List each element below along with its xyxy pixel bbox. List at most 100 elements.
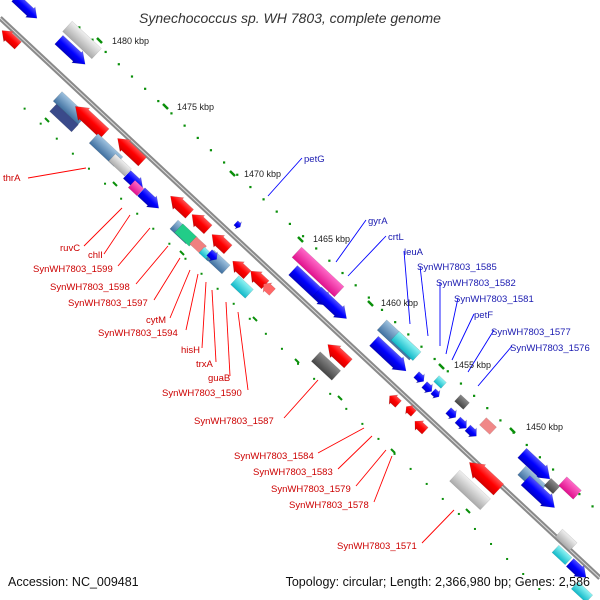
gene-arrow[interactable] bbox=[112, 133, 148, 168]
gene-arrow[interactable] bbox=[232, 219, 243, 230]
gene-arrow[interactable] bbox=[228, 256, 253, 281]
scale-dot bbox=[420, 345, 423, 348]
gene-box[interactable] bbox=[108, 153, 132, 177]
gene-label-SynWH7803-1579[interactable]: SynWH7803_1579 bbox=[271, 484, 351, 495]
gene-arrow[interactable] bbox=[165, 190, 195, 219]
gene-label-petG[interactable]: petG bbox=[304, 154, 325, 165]
scale-dot bbox=[499, 419, 502, 422]
gene-label-guaB[interactable]: guaB bbox=[208, 373, 230, 384]
gene-box[interactable] bbox=[127, 179, 145, 197]
leader-line bbox=[117, 227, 151, 267]
gene-arrow[interactable] bbox=[429, 387, 442, 401]
scale-dash bbox=[112, 181, 118, 187]
gene-label-trxA[interactable]: trxA bbox=[196, 359, 214, 370]
leader-line bbox=[27, 167, 87, 179]
leader-line bbox=[421, 509, 455, 544]
gene-box[interactable] bbox=[558, 476, 582, 500]
scale-dot bbox=[236, 173, 239, 176]
gene-box[interactable] bbox=[570, 581, 594, 600]
gene-arrow[interactable] bbox=[454, 416, 471, 433]
gene-box[interactable] bbox=[390, 331, 422, 361]
kbp-tick bbox=[509, 427, 516, 434]
scale-dot bbox=[328, 259, 331, 262]
gene-arrow[interactable] bbox=[410, 416, 429, 435]
gene-label-SynWH7803-1590[interactable]: SynWH7803_1590 bbox=[162, 388, 242, 399]
gene-arrow[interactable] bbox=[206, 229, 233, 256]
gene-box[interactable] bbox=[433, 375, 447, 389]
gene-box[interactable] bbox=[449, 469, 491, 511]
scale-dot bbox=[409, 467, 412, 470]
scale-dot bbox=[184, 257, 187, 260]
gene-arrow[interactable] bbox=[444, 406, 459, 422]
gene-label-SynWH7803-1599[interactable]: SynWH7803_1599 bbox=[33, 264, 113, 275]
gene-arrow[interactable] bbox=[186, 209, 213, 236]
leader-line bbox=[83, 207, 123, 247]
scale-dot bbox=[196, 136, 199, 140]
gene-label-SynWH7803-1598[interactable]: SynWH7803_1598 bbox=[50, 282, 130, 293]
gene-label-SynWH7803-1594[interactable]: SynWH7803_1594 bbox=[98, 328, 178, 339]
gene-arrow[interactable] bbox=[322, 339, 353, 370]
gene-label-SynWH7803-1571[interactable]: SynWH7803_1571 bbox=[337, 541, 417, 552]
scale-dot bbox=[232, 302, 235, 305]
gene-box[interactable] bbox=[310, 351, 342, 381]
scale-dot bbox=[441, 497, 444, 500]
gene-label-hisH[interactable]: hisH bbox=[181, 345, 200, 356]
gene-label-SynWH7803-1581[interactable]: SynWH7803_1581 bbox=[454, 294, 534, 305]
gene-box[interactable] bbox=[230, 275, 254, 299]
gene-label-gyrA[interactable]: gyrA bbox=[368, 216, 388, 227]
gene-arrow[interactable] bbox=[0, 25, 23, 50]
gene-arrow[interactable] bbox=[565, 557, 591, 583]
gene-label-SynWH7803-1577[interactable]: SynWH7803_1577 bbox=[491, 327, 571, 338]
gene-arrow[interactable] bbox=[312, 286, 352, 325]
gene-arrow[interactable] bbox=[520, 474, 561, 514]
gene-arrow[interactable] bbox=[402, 402, 417, 418]
gene-arrow[interactable] bbox=[368, 335, 412, 377]
gene-label-crtL[interactable]: crtL bbox=[388, 232, 404, 243]
gene-label-chlI[interactable]: chlI bbox=[88, 250, 103, 261]
gene-label-leuA[interactable]: leuA bbox=[404, 247, 424, 258]
gene-arrow[interactable] bbox=[136, 186, 164, 213]
gene-label-SynWH7803-1576[interactable]: SynWH7803_1576 bbox=[510, 343, 590, 354]
scale-ticks bbox=[23, 26, 594, 590]
gene-box[interactable] bbox=[454, 394, 470, 410]
gene-box[interactable] bbox=[543, 477, 561, 495]
gene-arrow[interactable] bbox=[53, 34, 90, 70]
gene-label-SynWH7803-1597[interactable]: SynWH7803_1597 bbox=[68, 298, 148, 309]
leader-line bbox=[237, 311, 249, 391]
gene-label-petF[interactable]: petF bbox=[474, 310, 493, 321]
gene-label-SynWH7803-1584[interactable]: SynWH7803_1584 bbox=[234, 451, 314, 462]
gene-box[interactable] bbox=[291, 246, 345, 298]
gene-box[interactable] bbox=[479, 417, 497, 435]
gene-box[interactable] bbox=[62, 20, 102, 60]
scale-dot bbox=[168, 242, 171, 245]
gene-label-thrA[interactable]: thrA bbox=[3, 173, 21, 184]
gene-arrow[interactable] bbox=[516, 447, 555, 485]
scale-label-1470: 1470 kbp bbox=[244, 169, 281, 179]
leader-line bbox=[185, 273, 199, 331]
leader-line bbox=[211, 289, 217, 363]
gene-label-SynWH7803-1583[interactable]: SynWH7803_1583 bbox=[253, 467, 333, 478]
gene-box[interactable] bbox=[49, 103, 79, 133]
gene-label-SynWH7803-1578[interactable]: SynWH7803_1578 bbox=[289, 500, 369, 511]
gene-label-cytM[interactable]: cytM bbox=[146, 315, 166, 326]
gene-label-SynWH7803-1585[interactable]: SynWH7803_1585 bbox=[417, 262, 497, 273]
scale-dot bbox=[222, 161, 226, 164]
gene-box[interactable] bbox=[554, 528, 578, 552]
gene-arrow[interactable] bbox=[259, 279, 277, 297]
gene-arrow[interactable] bbox=[464, 424, 481, 441]
gene-arrow[interactable] bbox=[412, 370, 427, 386]
gene-label-ruvC[interactable]: ruvC bbox=[60, 243, 80, 254]
scale-dot bbox=[345, 407, 348, 410]
gene-label-SynWH7803-1587[interactable]: SynWH7803_1587 bbox=[194, 416, 274, 427]
gene-label-SynWH7803-1582[interactable]: SynWH7803_1582 bbox=[436, 278, 516, 289]
gene-arrow[interactable] bbox=[10, 0, 41, 23]
scale-dot bbox=[55, 137, 58, 140]
gene-box[interactable] bbox=[174, 223, 198, 247]
gene-box[interactable] bbox=[551, 544, 573, 566]
gene-arrow[interactable] bbox=[463, 455, 505, 496]
gene-arrow[interactable] bbox=[205, 248, 220, 264]
gene-arrow[interactable] bbox=[385, 391, 403, 409]
scale-dot bbox=[78, 26, 81, 29]
gene-arrow[interactable] bbox=[420, 380, 435, 396]
